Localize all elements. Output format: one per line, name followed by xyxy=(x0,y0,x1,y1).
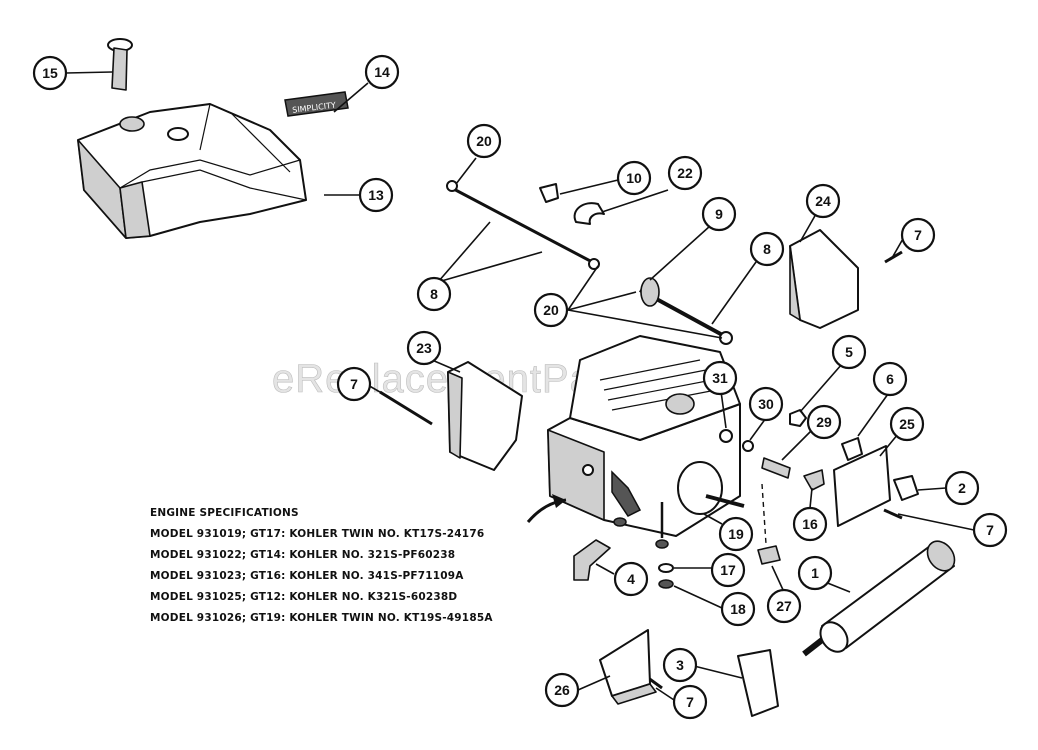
svg-text:16: 16 xyxy=(802,516,818,532)
callouts: 15 14 13 20 10 22 9 8 24 7 20 8 23 7 31 … xyxy=(32,54,1008,720)
callout-3: 3 xyxy=(662,647,698,683)
muffler-part xyxy=(802,540,956,657)
bolt-part xyxy=(107,38,133,91)
svg-text:7: 7 xyxy=(914,227,922,243)
callout-16: 16 xyxy=(792,506,828,542)
callout-8-left: 8 xyxy=(416,276,452,312)
engine-block-part xyxy=(547,335,745,549)
leader-lines xyxy=(65,71,975,701)
spec-line-gt14: MODEL 931022; GT14: KOHLER NO. 321S-PF60… xyxy=(150,549,456,561)
shield-part xyxy=(789,229,859,329)
callout-18: 18 xyxy=(720,591,756,627)
elbow-pipe-part xyxy=(573,539,611,581)
callout-9: 9 xyxy=(701,196,737,232)
svg-text:9: 9 xyxy=(715,206,723,222)
svg-text:26: 26 xyxy=(554,682,570,698)
callout-2: 2 xyxy=(944,470,980,506)
lower-bracket-part xyxy=(599,629,657,705)
callout-26: 26 xyxy=(544,672,580,708)
decal-part: SIMPLICITY xyxy=(284,91,349,117)
spec-line-gt17: MODEL 931019; GT17: KOHLER TWIN NO. KT17… xyxy=(150,528,485,540)
callout-14: 14 xyxy=(364,54,400,90)
svg-text:7: 7 xyxy=(686,694,694,710)
small-hardware xyxy=(719,409,863,491)
callout-13: 13 xyxy=(358,177,394,213)
callout-22: 22 xyxy=(667,155,703,191)
svg-text:17: 17 xyxy=(720,562,736,578)
svg-text:15: 15 xyxy=(42,65,58,81)
svg-text:22: 22 xyxy=(677,165,693,181)
svg-text:7: 7 xyxy=(986,522,994,538)
spec-line-gt12: MODEL 931025; GT12: KOHLER NO. K321S-602… xyxy=(150,591,458,603)
arrow-head xyxy=(552,494,566,508)
callout-27: 27 xyxy=(766,588,802,624)
engine-cover-part xyxy=(77,103,307,239)
callout-15: 15 xyxy=(32,55,68,91)
muffler-clamp-part xyxy=(893,475,919,501)
callout-6: 6 xyxy=(872,361,908,397)
callout-29: 29 xyxy=(806,404,842,440)
callout-8-right: 8 xyxy=(749,231,785,267)
screw-lower-part xyxy=(883,508,903,520)
callout-20-mid: 20 xyxy=(533,292,569,328)
svg-text:2: 2 xyxy=(958,480,966,496)
callout-7-lower: 7 xyxy=(972,512,1008,548)
callout-24: 24 xyxy=(805,183,841,219)
svg-text:18: 18 xyxy=(730,601,746,617)
shaft-part xyxy=(639,277,733,345)
callout-17: 17 xyxy=(710,552,746,588)
svg-text:29: 29 xyxy=(816,414,832,430)
callout-19: 19 xyxy=(718,516,754,552)
spec-line-gt19: MODEL 931026; GT19: KOHLER TWIN NO. KT19… xyxy=(150,612,493,624)
svg-text:4: 4 xyxy=(627,571,635,587)
svg-text:30: 30 xyxy=(758,396,774,412)
callout-4: 4 xyxy=(613,561,649,597)
callout-7-bottom: 7 xyxy=(672,684,708,720)
throttle-rod-part xyxy=(446,180,600,270)
clip-part xyxy=(539,183,559,203)
svg-text:31: 31 xyxy=(712,370,728,386)
plate-part xyxy=(833,445,891,527)
callout-7-right: 7 xyxy=(900,217,936,253)
svg-text:27: 27 xyxy=(776,598,792,614)
svg-text:10: 10 xyxy=(626,170,642,186)
svg-text:25: 25 xyxy=(899,416,915,432)
svg-text:19: 19 xyxy=(728,526,744,542)
callout-7-left: 7 xyxy=(336,366,372,402)
callout-23: 23 xyxy=(406,330,442,366)
svg-text:3: 3 xyxy=(676,657,684,673)
svg-text:5: 5 xyxy=(845,344,853,360)
svg-text:1: 1 xyxy=(811,565,819,581)
engine-specifications: ENGINE SPECIFICATIONS MODEL 931019; GT17… xyxy=(150,503,493,629)
callout-30: 30 xyxy=(748,386,784,422)
spec-title: ENGINE SPECIFICATIONS xyxy=(150,507,299,519)
svg-text:24: 24 xyxy=(815,193,831,209)
muffler-bracket-part xyxy=(737,649,779,717)
svg-text:6: 6 xyxy=(886,371,894,387)
svg-text:23: 23 xyxy=(416,340,432,356)
svg-text:8: 8 xyxy=(763,241,771,257)
svg-text:20: 20 xyxy=(543,302,559,318)
nut-hardware xyxy=(658,483,781,589)
callout-31: 31 xyxy=(702,360,738,396)
callout-10: 10 xyxy=(616,160,652,196)
callout-25: 25 xyxy=(889,406,925,442)
callout-20-top: 20 xyxy=(466,123,502,159)
callout-5: 5 xyxy=(831,334,867,370)
svg-text:8: 8 xyxy=(430,286,438,302)
bracket-part xyxy=(447,361,523,471)
screw-right-part xyxy=(884,250,903,264)
svg-text:20: 20 xyxy=(476,133,492,149)
callout-1: 1 xyxy=(797,555,833,591)
spec-line-gt16: MODEL 931023; GT16: KOHLER NO. 341S-PF71… xyxy=(150,570,464,582)
svg-text:7: 7 xyxy=(350,376,358,392)
svg-text:13: 13 xyxy=(368,187,384,203)
svg-text:14: 14 xyxy=(374,64,390,80)
clamp-part xyxy=(573,202,605,225)
